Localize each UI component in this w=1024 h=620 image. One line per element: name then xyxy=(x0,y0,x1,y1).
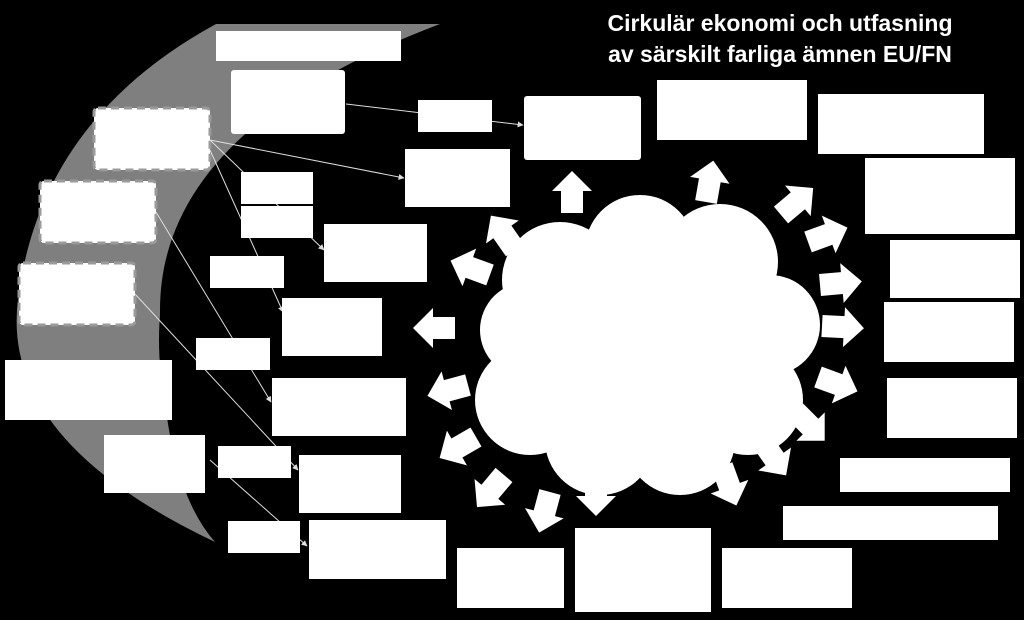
box-20[interactable] xyxy=(104,435,205,493)
radial-arrow-5 xyxy=(818,261,864,305)
box-19[interactable] xyxy=(887,378,1017,438)
box-4[interactable] xyxy=(524,96,641,160)
boxes xyxy=(5,31,1020,612)
radial-arrow-13 xyxy=(461,462,520,521)
box-22[interactable] xyxy=(299,455,401,513)
box-7[interactable] xyxy=(405,149,510,207)
dashed-boxes xyxy=(17,106,212,327)
box-16[interactable] xyxy=(196,338,270,370)
dashed-box-3[interactable] xyxy=(17,261,137,327)
box-29[interactable] xyxy=(722,548,852,608)
box-12[interactable] xyxy=(210,256,284,288)
radial-arrow-2 xyxy=(686,157,733,206)
box-28[interactable] xyxy=(575,528,711,612)
radial-arrow-4 xyxy=(801,208,855,261)
box-23[interactable] xyxy=(840,458,1010,492)
connector-2 xyxy=(209,139,405,180)
box-13[interactable] xyxy=(890,240,1020,298)
radial-arrow-12 xyxy=(519,486,570,538)
radial-arrow-17 xyxy=(443,241,497,294)
box-11[interactable] xyxy=(324,224,427,282)
dashed-box-1[interactable] xyxy=(92,106,212,172)
title-line-2: av särskilt farliga ämnen EU/FN xyxy=(608,41,952,67)
central-cloud[interactable] xyxy=(475,195,820,495)
box-9[interactable] xyxy=(241,206,313,238)
box-24[interactable] xyxy=(783,506,998,540)
box-10[interactable] xyxy=(865,158,1015,234)
box-18[interactable] xyxy=(272,378,406,436)
radial-arrow-15 xyxy=(422,365,474,416)
radial-arrow-16 xyxy=(413,308,455,348)
connector-5 xyxy=(155,211,272,403)
radial-arrow-3 xyxy=(768,172,827,231)
box-17[interactable] xyxy=(5,360,172,420)
radial-arrow-1 xyxy=(552,171,592,213)
connector-6 xyxy=(134,293,299,471)
title-line-1: Cirkulär ekonomi och utfasning xyxy=(607,10,953,36)
box-14[interactable] xyxy=(282,298,382,356)
radial-arrow-14 xyxy=(429,419,486,476)
box-3[interactable] xyxy=(418,100,492,132)
box-21[interactable] xyxy=(218,446,291,478)
box-27[interactable] xyxy=(457,548,564,608)
box-15[interactable] xyxy=(884,302,1014,362)
box-25[interactable] xyxy=(228,521,300,553)
box-26[interactable] xyxy=(309,520,446,579)
box-8[interactable] xyxy=(241,172,313,204)
box-2[interactable] xyxy=(231,70,345,134)
box-5[interactable] xyxy=(657,80,807,140)
diagram-title: Cirkulär ekonomi och utfasning av särski… xyxy=(560,8,1000,70)
dashed-box-2[interactable] xyxy=(38,179,158,245)
radial-arrow-7 xyxy=(811,358,865,411)
radial-arrow-6 xyxy=(820,306,865,349)
box-1[interactable] xyxy=(216,31,401,61)
box-6[interactable] xyxy=(818,94,984,154)
